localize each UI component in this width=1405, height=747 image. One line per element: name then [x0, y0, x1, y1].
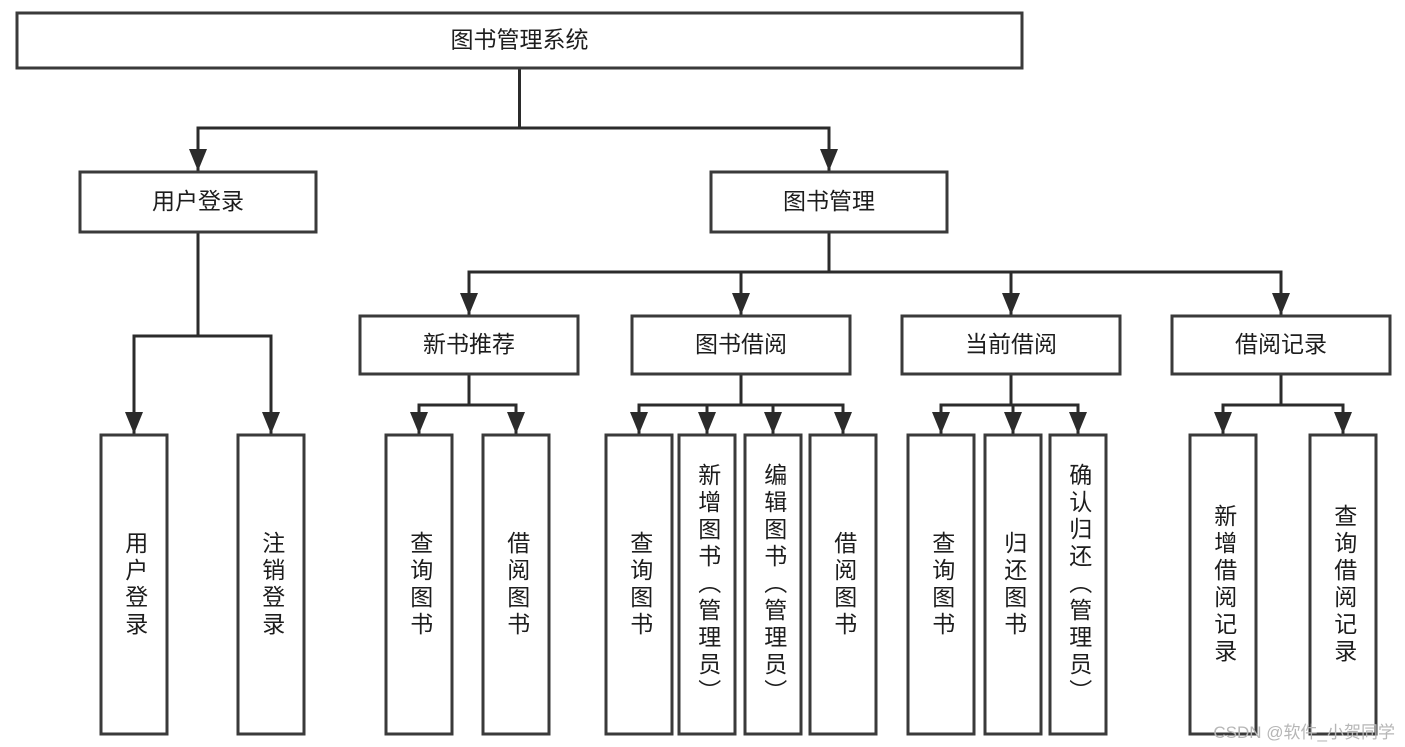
node-user-login[interactable] [78, 170, 318, 234]
node-leaf-add-book[interactable] [677, 433, 737, 736]
node-leaf-confirm-return[interactable] [1048, 433, 1108, 736]
node-leaf-borrow-book-1[interactable] [481, 433, 551, 736]
arrow-head-icon [507, 412, 525, 434]
arrow-head-icon [732, 293, 750, 315]
watermark-text: CSDN @软件_小贺同学 [1213, 723, 1395, 742]
arrow-head-icon [1272, 293, 1290, 315]
arrow-head-icon [698, 412, 716, 434]
node-leaf-query-book-1[interactable] [384, 433, 454, 736]
arrow-head-icon [189, 149, 207, 171]
arrow-head-icon [410, 412, 428, 434]
node-book-manage[interactable] [709, 170, 949, 234]
node-new-book-rec[interactable] [358, 314, 580, 376]
arrow-head-icon [932, 412, 950, 434]
arrow-head-icon [630, 412, 648, 434]
arrow-head-icon [1002, 293, 1020, 315]
node-leaf-query-book-3[interactable] [906, 433, 976, 736]
node-root-root[interactable] [15, 11, 1024, 70]
node-leaf-user-login[interactable] [99, 433, 169, 736]
arrow-head-icon [1004, 412, 1022, 434]
node-label-root: 图书管理系统 [451, 27, 589, 53]
connector-layer [125, 66, 1352, 436]
node-leaf-borrow-book-2[interactable] [808, 433, 878, 736]
node-label-borrow-record: 借阅记录 [1235, 331, 1327, 357]
arrow-head-icon [125, 412, 143, 434]
node-leaf-return-book[interactable] [983, 433, 1043, 736]
arrow-head-icon [834, 412, 852, 434]
node-leaf-add-record[interactable] [1188, 433, 1258, 736]
node-book-borrow[interactable] [630, 314, 852, 376]
node-label-book-borrow: 图书借阅 [695, 331, 787, 357]
node-current-borrow[interactable] [900, 314, 1122, 376]
node-label-current-borrow: 当前借阅 [965, 331, 1057, 357]
arrow-head-icon [460, 293, 478, 315]
node-borrow-record[interactable] [1170, 314, 1392, 376]
node-box-layer [15, 11, 1392, 736]
node-leaf-query-book-2[interactable] [604, 433, 674, 736]
node-label-book-manage: 图书管理 [783, 188, 875, 214]
node-leaf-edit-book[interactable] [743, 433, 803, 736]
node-leaf-logout[interactable] [236, 433, 306, 736]
node-leaf-query-record[interactable] [1308, 433, 1378, 736]
arrow-head-icon [1214, 412, 1232, 434]
node-label-user-login: 用户登录 [152, 188, 244, 214]
arrow-head-icon [764, 412, 782, 434]
arrow-head-icon [1069, 412, 1087, 434]
arrow-head-icon [1334, 412, 1352, 434]
node-label-new-book-rec: 新书推荐 [423, 331, 515, 357]
arrow-head-icon [820, 149, 838, 171]
arrow-head-icon [262, 412, 280, 434]
